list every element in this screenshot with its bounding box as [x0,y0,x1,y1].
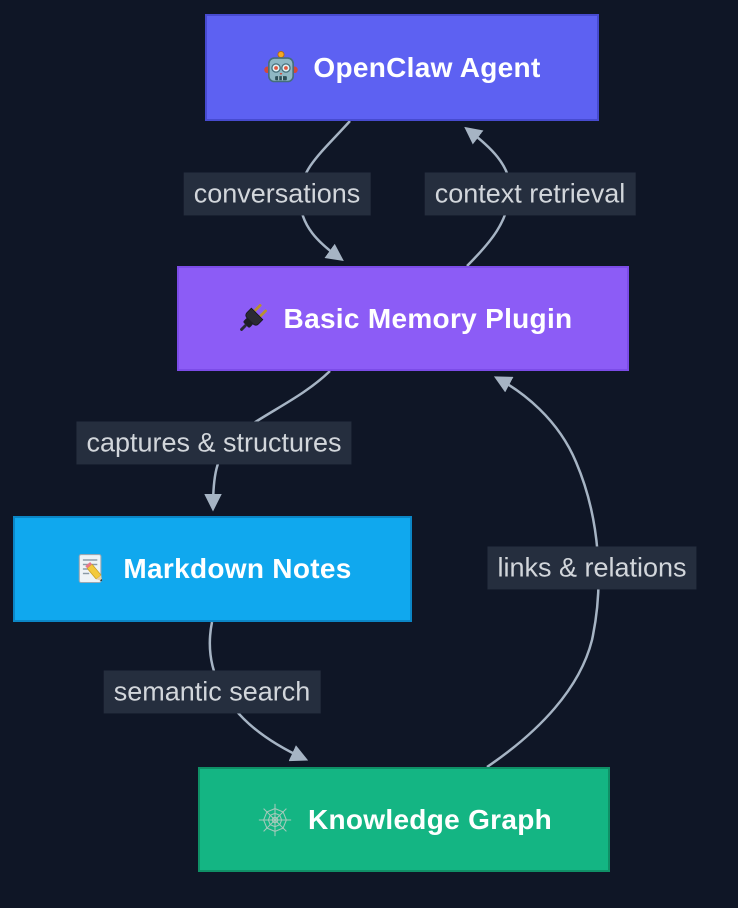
node-markdown-notes: Markdown Notes [13,516,412,622]
memo-icon [73,551,109,587]
plug-icon [234,301,270,337]
edge-label-context-retrieval: context retrieval [424,172,636,216]
node-basic-memory-plugin: Basic Memory Plugin [177,266,629,371]
node-label-markdown-notes: Markdown Notes [123,553,352,584]
robot-icon [263,50,299,86]
node-label-basic-memory-plugin: Basic Memory Plugin [283,302,573,334]
edge-label-links-relations: semantic search [103,670,321,714]
edge-label-semantic-search: links & relations [487,546,697,590]
node-openclaw-agent: OpenClaw Agent [205,14,599,121]
node-label-openclaw-agent: OpenClaw Agent [313,51,541,83]
web-icon [256,801,294,839]
node-label-knowledge-graph: Knowledge Graph [307,803,553,835]
edge-label-conversations: conversations [183,172,371,216]
edge-label-captures-structures: captures & structures [76,421,352,465]
node-knowledge-graph: Knowledge Graph [198,767,610,872]
